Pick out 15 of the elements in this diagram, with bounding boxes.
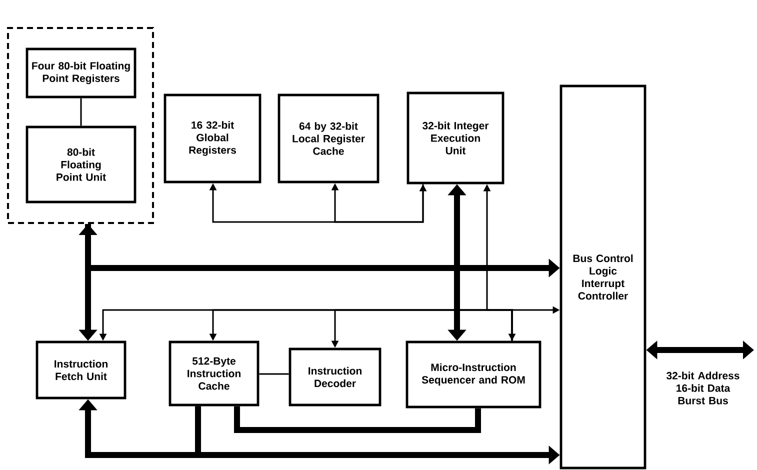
process-box: Instruction Decoder [288, 348, 382, 406]
process-box: Micro-Instruction Sequencer and ROM [406, 340, 542, 408]
process-box: 80-bit Floating Point Unit [26, 126, 136, 204]
process-box: Four 80-bit Floating Point Registers [26, 48, 136, 98]
process-box: 16 32-bit Global Registers [164, 94, 262, 184]
connector-line [80, 98, 82, 126]
process-box: 512-Byte Instruction Cache [168, 340, 260, 406]
connector-line [234, 406, 481, 433]
dashed-group-box [7, 27, 154, 224]
process-box: 64 by 32-bit Local Register Cache [278, 94, 380, 184]
edge-label: 32-bit Address 16-bit Data Burst Bus [652, 370, 754, 406]
bus-controller-box: Bus Control Logic Interrupt Controller [560, 84, 646, 470]
connector-line [259, 373, 289, 375]
process-box: Instruction Fetch Unit [36, 340, 126, 400]
process-box: 32-bit Integer Execution Unit [406, 92, 504, 184]
